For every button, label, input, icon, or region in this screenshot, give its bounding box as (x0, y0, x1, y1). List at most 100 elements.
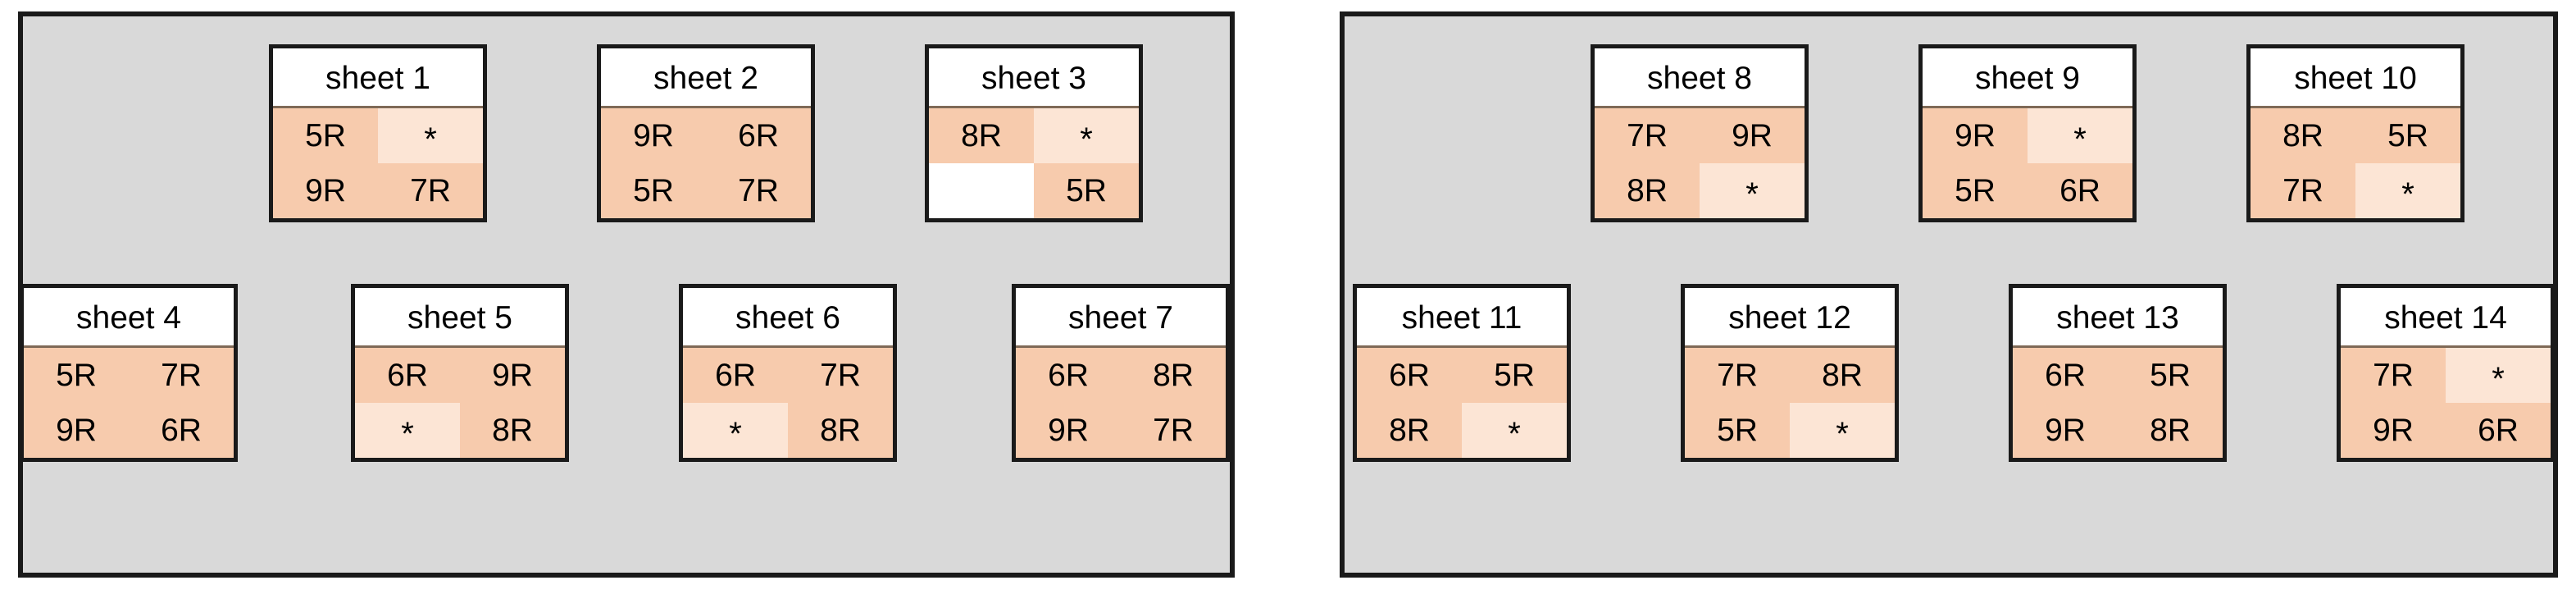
sheet-title: sheet 14 (2341, 288, 2551, 348)
grid-cell[interactable]: 8R (788, 403, 893, 458)
grid-cell[interactable]: 8R (1595, 163, 1700, 218)
grid-cell[interactable] (929, 163, 1034, 218)
grid-cell[interactable]: 5R (1462, 348, 1567, 403)
wildcard-asterisk-icon: * (1745, 176, 1759, 212)
grid-cell[interactable]: * (1034, 108, 1139, 163)
grid-cell[interactable]: * (378, 108, 483, 163)
grid-cell[interactable]: 9R (1700, 108, 1805, 163)
grid-cell[interactable]: 5R (24, 348, 129, 403)
grid-cell[interactable]: 7R (378, 163, 483, 218)
grid-cell[interactable]: 6R (683, 348, 788, 403)
wildcard-asterisk-icon: * (401, 415, 414, 452)
grid-cell[interactable]: 8R (1790, 348, 1895, 403)
grid-cell[interactable]: * (683, 403, 788, 458)
grid-cell[interactable]: 9R (273, 163, 378, 218)
grid-cell[interactable]: 8R (2251, 108, 2355, 163)
grid-cell[interactable]: 9R (24, 403, 129, 458)
grid-cell[interactable]: 5R (1923, 163, 2028, 218)
grid-cell[interactable]: * (2355, 163, 2460, 218)
grid-cell[interactable]: * (1700, 163, 1805, 218)
sheet-grid: 8R*5R (929, 108, 1139, 218)
grid-cell[interactable]: 7R (1121, 403, 1226, 458)
grid-cell[interactable]: 9R (2341, 403, 2446, 458)
grid-cell[interactable]: * (1462, 403, 1567, 458)
grid-cell[interactable]: 8R (1357, 403, 1462, 458)
grid-cell[interactable]: 5R (2118, 348, 2223, 403)
grid-cell[interactable]: 9R (601, 108, 706, 163)
sheet-title: sheet 9 (1923, 48, 2132, 108)
grid-cell[interactable]: 8R (2118, 403, 2223, 458)
grid-cell[interactable]: 7R (1595, 108, 1700, 163)
grid-cell[interactable]: 7R (1685, 348, 1790, 403)
sheet-title: sheet 12 (1685, 288, 1895, 348)
grid-cell[interactable]: 8R (1121, 348, 1226, 403)
grid-cell[interactable]: 8R (929, 108, 1034, 163)
sheet-title: sheet 8 (1595, 48, 1805, 108)
sheet-title: sheet 5 (355, 288, 565, 348)
grid-cell[interactable]: 6R (2013, 348, 2118, 403)
grid-cell[interactable]: 5R (601, 163, 706, 218)
grid-cell[interactable]: 8R (460, 403, 565, 458)
grid-cell[interactable]: 9R (1016, 403, 1121, 458)
grid-cell[interactable]: 6R (355, 348, 460, 403)
grid-cell[interactable]: 5R (2355, 108, 2460, 163)
sheet-title: sheet 6 (683, 288, 893, 348)
wildcard-asterisk-icon: * (1508, 415, 1521, 452)
grid-cell[interactable]: 7R (2251, 163, 2355, 218)
sheet-title: sheet 3 (929, 48, 1139, 108)
wildcard-asterisk-icon: * (2492, 360, 2505, 397)
grid-cell[interactable]: 6R (2028, 163, 2132, 218)
grid-cell[interactable]: 7R (2341, 348, 2446, 403)
grid-cell[interactable]: 6R (129, 403, 234, 458)
grid-cell[interactable]: 5R (1034, 163, 1139, 218)
grid-cell[interactable]: 7R (706, 163, 811, 218)
sheet-title: sheet 1 (273, 48, 483, 108)
sheet-title: sheet 4 (24, 288, 234, 348)
wildcard-asterisk-icon: * (1836, 415, 1849, 452)
grid-cell[interactable]: * (355, 403, 460, 458)
grid-cell[interactable]: * (2446, 348, 2551, 403)
sheet-title: sheet 2 (601, 48, 811, 108)
grid-cell[interactable]: * (1790, 403, 1895, 458)
grid-cell[interactable]: 6R (2446, 403, 2551, 458)
grid-cell[interactable]: 5R (1685, 403, 1790, 458)
grid-cell[interactable]: 9R (1923, 108, 2028, 163)
grid-cell[interactable]: 6R (706, 108, 811, 163)
grid-cell[interactable]: 5R (273, 108, 378, 163)
grid-cell[interactable]: * (2028, 108, 2132, 163)
grid-cell[interactable]: 6R (1016, 348, 1121, 403)
grid-cell[interactable]: 7R (129, 348, 234, 403)
grid-cell[interactable]: 9R (2013, 403, 2118, 458)
grid-cell[interactable]: 7R (788, 348, 893, 403)
grid-cell[interactable]: 9R (460, 348, 565, 403)
grid-cell[interactable]: 6R (1357, 348, 1462, 403)
